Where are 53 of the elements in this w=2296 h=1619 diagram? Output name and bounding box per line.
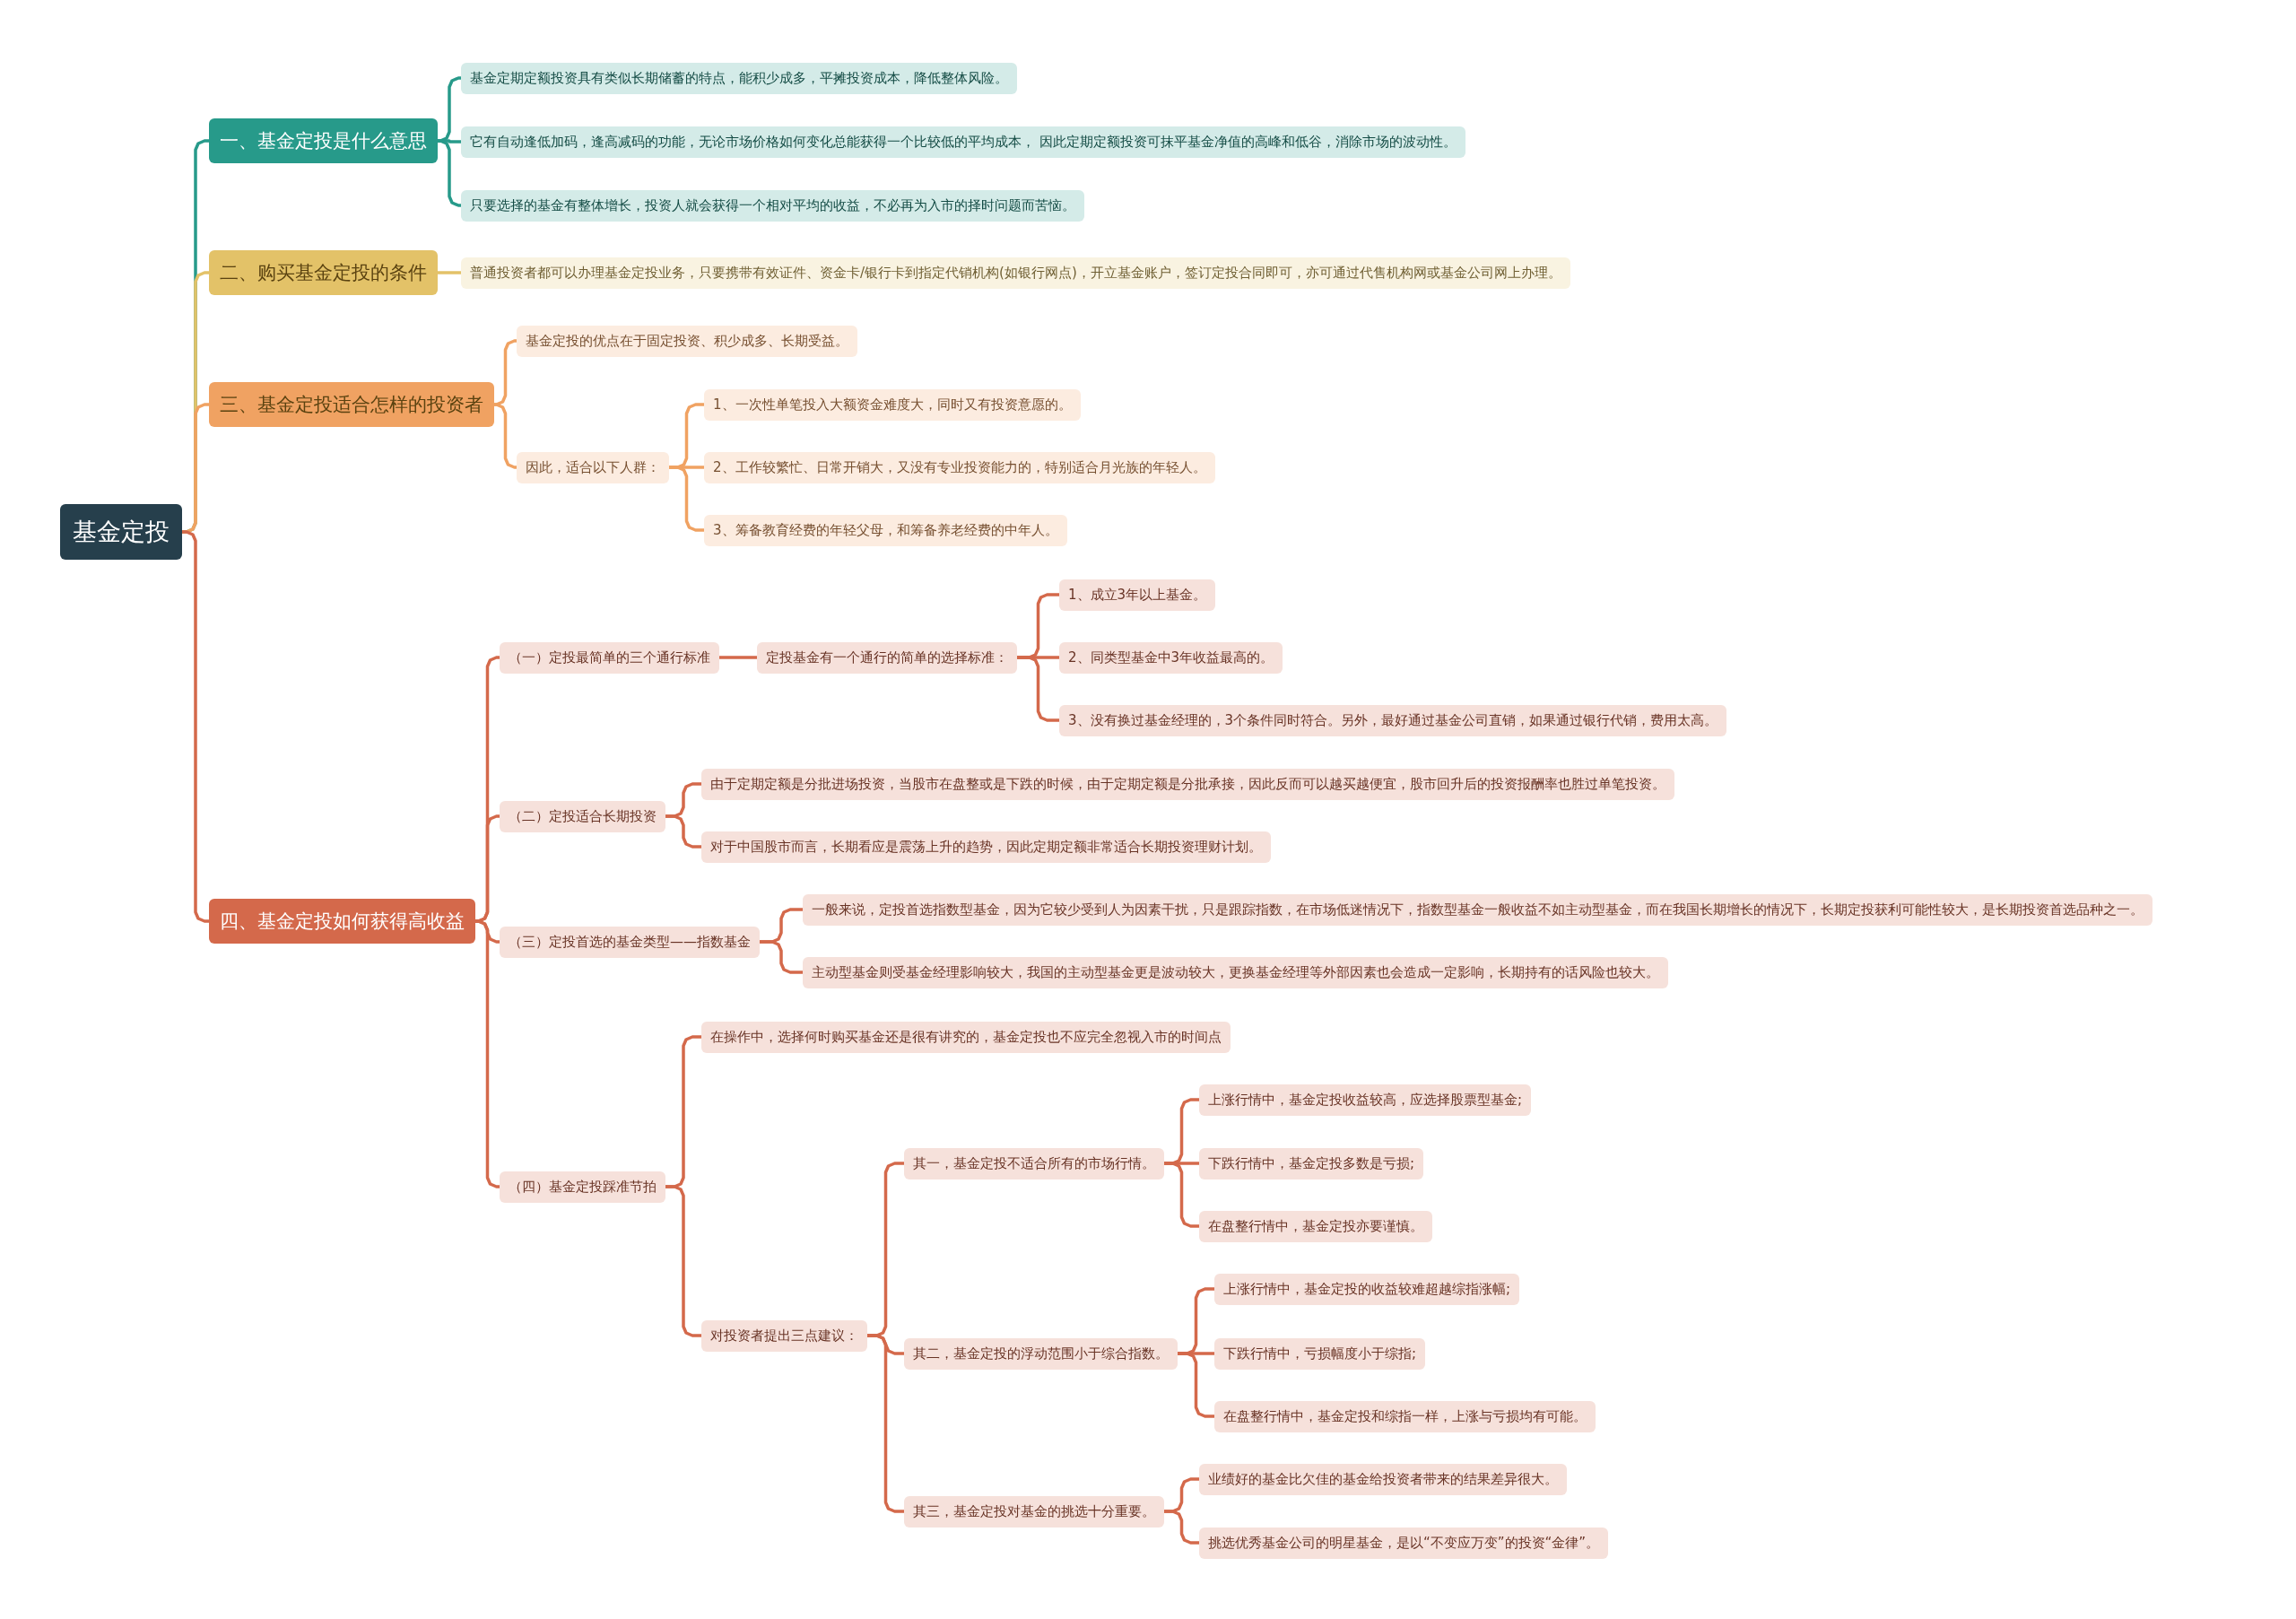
central-topic: 基金定投: [60, 504, 182, 560]
main-topic: 二、购买基金定投的条件: [209, 250, 438, 295]
connector-line: [1017, 656, 1059, 722]
subtopic: 基金定投的优点在于固定投资、积少成多、长期受益。: [517, 325, 857, 357]
subtopic: 上涨行情中，基金定投收益较高，应选择股票型基金;: [1199, 1084, 1532, 1116]
subtopic: 在盘整行情中，基金定投和综指一样，上涨与亏损均有可能。: [1214, 1400, 1596, 1432]
connector-line: [760, 940, 803, 974]
connector-line: [438, 271, 461, 274]
subtopic: 其三，基金定投对基金的挑选十分重要。: [904, 1495, 1164, 1528]
subtopic: （四）基金定投踩准节拍: [500, 1171, 665, 1203]
main-topic: 一、基金定投是什么意思: [209, 118, 438, 163]
connector-line: [669, 466, 704, 532]
subtopic: 对于中国股市而言，长期看应是震荡上升的趋势，因此定期定额非常适合长期投资理财计划。: [701, 831, 1271, 863]
connector-line: [719, 656, 757, 659]
subtopic: 3、没有换过基金经理的，3个条件同时符合。另外，最好通过基金公司直销，如果通过银行代销，费用太高。: [1059, 704, 1727, 736]
main-topic: 三、基金定投适合怎样的投资者: [209, 382, 494, 427]
connector-line: [182, 530, 209, 923]
subtopic: （一）定投最简单的三个通行标准: [500, 641, 719, 674]
subtopic: 挑选优秀基金公司的明星基金，是以“不变应万变”的投资“金律”。: [1199, 1527, 1609, 1559]
connector-line: [493, 403, 517, 469]
subtopic: 在盘整行情中，基金定投亦要谨慎。: [1199, 1210, 1432, 1242]
subtopic: 1、成立3年以上基金。: [1059, 579, 1216, 611]
connector-line: [665, 1185, 701, 1337]
subtopic: 普通投资者都可以办理基金定投业务，只要携带有效证件、资金卡/银行卡到指定代销机构(如银行网点)，开立基金账户，签订定投合同即可，亦可通过代售机构网或基金公司网上办理。: [461, 257, 1570, 289]
subtopic: 其一，基金定投不适合所有的市场行情。: [904, 1147, 1164, 1179]
connector-line: [867, 1334, 904, 1513]
subtopic: 由于定期定额是分批进场投资，当股市在盘整或是下跌的时候，由于定期定额是分批承接，因此反而可以越买越便宜，股市回升后的投资报酬率也胜过单笔投资。: [701, 768, 1674, 800]
subtopic: 3、筹备教育经费的年轻父母，和筹备养老经费的中年人。: [704, 514, 1067, 546]
subtopic: 定投基金有一个通行的简单的选择标准：: [757, 641, 1017, 674]
subtopic: 只要选择的基金有整体增长，投资人就会获得一个相对平均的收益，不必再为入市的择时问题而苦恼。: [461, 189, 1084, 222]
subtopic: 它有自动逢低加码，逢高减码的功能，无论市场价格如何变化总能获得一个比较低的平均成本， 因此定期定额投资可抹平基金净值的高峰和低谷，消除市场的波动性。: [461, 126, 1465, 158]
subtopic: 主动型基金则受基金经理影响较大，我国的主动型基金更是波动较大，更换基金经理等外部因素也会造成一定影响，长期持有的话风险也较大。: [803, 956, 1668, 988]
connector-line: [438, 139, 461, 207]
subtopic: 下跌行情中，亏损幅度小于综指;: [1214, 1337, 1426, 1370]
subtopic: 下跌行情中，基金定投多数是亏损;: [1199, 1147, 1424, 1179]
subtopic: 基金定期定额投资具有类似长期储蓄的特点，能积少成多，平摊投资成本，降低整体风险。: [461, 62, 1017, 94]
connector-line: [1164, 1510, 1199, 1545]
subtopic: 其二，基金定投的浮动范围小于综合指数。: [904, 1337, 1178, 1370]
subtopic: 在操作中，选择何时购买基金还是很有讲究的，基金定投也不应完全忽视入市的时间点: [701, 1021, 1231, 1053]
subtopic: 2、同类型基金中3年收益最高的。: [1059, 641, 1283, 674]
main-topic: 四、基金定投如何获得高收益: [209, 899, 475, 944]
subtopic: 一般来说，定投首选指数型基金，因为它较少受到人为因素干扰，只是跟踪指数，在市场低迷情况下，指数型基金一般收益不如主动型基金，而在我国长期增长的情况下，长期定投获利可能性较大，是长期投资首选品种之一。: [803, 893, 2152, 926]
subtopic: 对投资者提出三点建议：: [701, 1319, 867, 1352]
connector-line: [1178, 1352, 1214, 1418]
subtopic: 1、一次性单笔投入大额资金难度大，同时又有投资意愿的。: [704, 388, 1081, 421]
subtopic: 因此，适合以下人群：: [517, 451, 669, 483]
subtopic: （三）定投首选的基金类型——指数基金: [500, 926, 760, 958]
connector-line: [665, 814, 701, 849]
subtopic: 2、工作较繁忙、日常开销大，又没有专业投资能力的，特别适合月光族的年轻人。: [704, 451, 1215, 483]
connector-line: [1164, 1162, 1199, 1228]
subtopic: 上涨行情中，基金定投的收益较难超越综指涨幅;: [1214, 1273, 1520, 1305]
subtopic: 业绩好的基金比欠佳的基金给投资者带来的结果差异很大。: [1199, 1463, 1567, 1495]
subtopic: （二）定投适合长期投资: [500, 800, 665, 832]
